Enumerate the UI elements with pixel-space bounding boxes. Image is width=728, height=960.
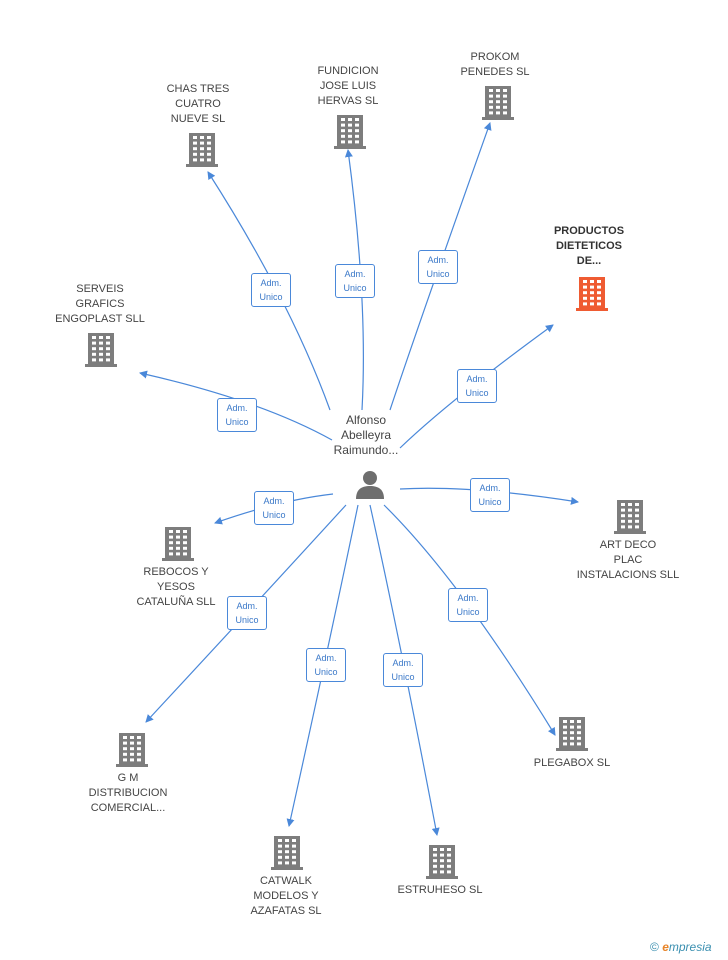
building-icon[interactable] xyxy=(614,500,646,534)
company-label-chas[interactable]: CHAS TRES CUATRO NUEVE SL xyxy=(166,83,230,125)
building-icon[interactable] xyxy=(85,333,117,367)
company-label-estruheso[interactable]: ESTRUHESO SL xyxy=(397,884,483,896)
building-icon[interactable] xyxy=(162,527,194,561)
copyright-icon: © xyxy=(650,940,659,954)
edge-prokom xyxy=(389,122,492,411)
company-label-rebocos[interactable]: REBOCOS Y YESOS CATALUÑA SLL xyxy=(136,566,216,608)
building-icon[interactable] xyxy=(426,845,458,879)
company-label-serveis[interactable]: SERVEIS GRAFICS ENGOPLAST SLL xyxy=(55,283,145,325)
relation-label: Adm. Unico xyxy=(254,491,294,525)
company-label-fundicion[interactable]: FUNDICION JOSE LUIS HERVAS SL xyxy=(317,65,379,107)
company-label-artdeco[interactable]: ART DECO PLAC INSTALACIONS SLL xyxy=(576,539,680,581)
building-icon[interactable] xyxy=(116,733,148,767)
center-person-name[interactable]: Alfonso Abelleyra Raimundo... xyxy=(333,413,399,457)
building-icon[interactable] xyxy=(334,115,366,149)
relation-label: Adm. Unico xyxy=(418,250,458,284)
building-icon[interactable] xyxy=(271,836,303,870)
relation-label: Adm. Unico xyxy=(383,653,423,687)
company-label-prokom[interactable]: PROKOM PENEDES SL xyxy=(460,51,530,78)
building-icon[interactable] xyxy=(556,717,588,751)
relation-label: Adm. Unico xyxy=(457,369,497,403)
relation-label: Adm. Unico xyxy=(448,588,488,622)
company-label-productos[interactable]: PRODUCTOS DIETETICOS DE... xyxy=(553,225,625,267)
relation-label: Adm. Unico xyxy=(306,648,346,682)
brand-initial: e xyxy=(662,940,669,954)
person-icon[interactable] xyxy=(354,468,386,500)
relation-label: Adm. Unico xyxy=(470,478,510,512)
relation-label: Adm. Unico xyxy=(227,596,267,630)
building-icon[interactable] xyxy=(186,133,218,167)
company-label-catwalk[interactable]: CATWALK MODELOS Y AZAFATAS SL xyxy=(250,875,322,917)
company-label-gm[interactable]: G M DISTRIBUCION COMERCIAL... xyxy=(88,772,168,814)
brand-name: mpresia xyxy=(668,940,712,954)
building-icon[interactable] xyxy=(576,277,608,311)
relation-label: Adm. Unico xyxy=(251,273,291,307)
footer-brand: © empresia xyxy=(650,940,712,954)
building-icon[interactable] xyxy=(482,86,514,120)
company-label-plegabox[interactable]: PLEGABOX SL xyxy=(533,757,611,769)
relation-label: Adm. Unico xyxy=(217,398,257,432)
relation-label: Adm. Unico xyxy=(335,264,375,298)
